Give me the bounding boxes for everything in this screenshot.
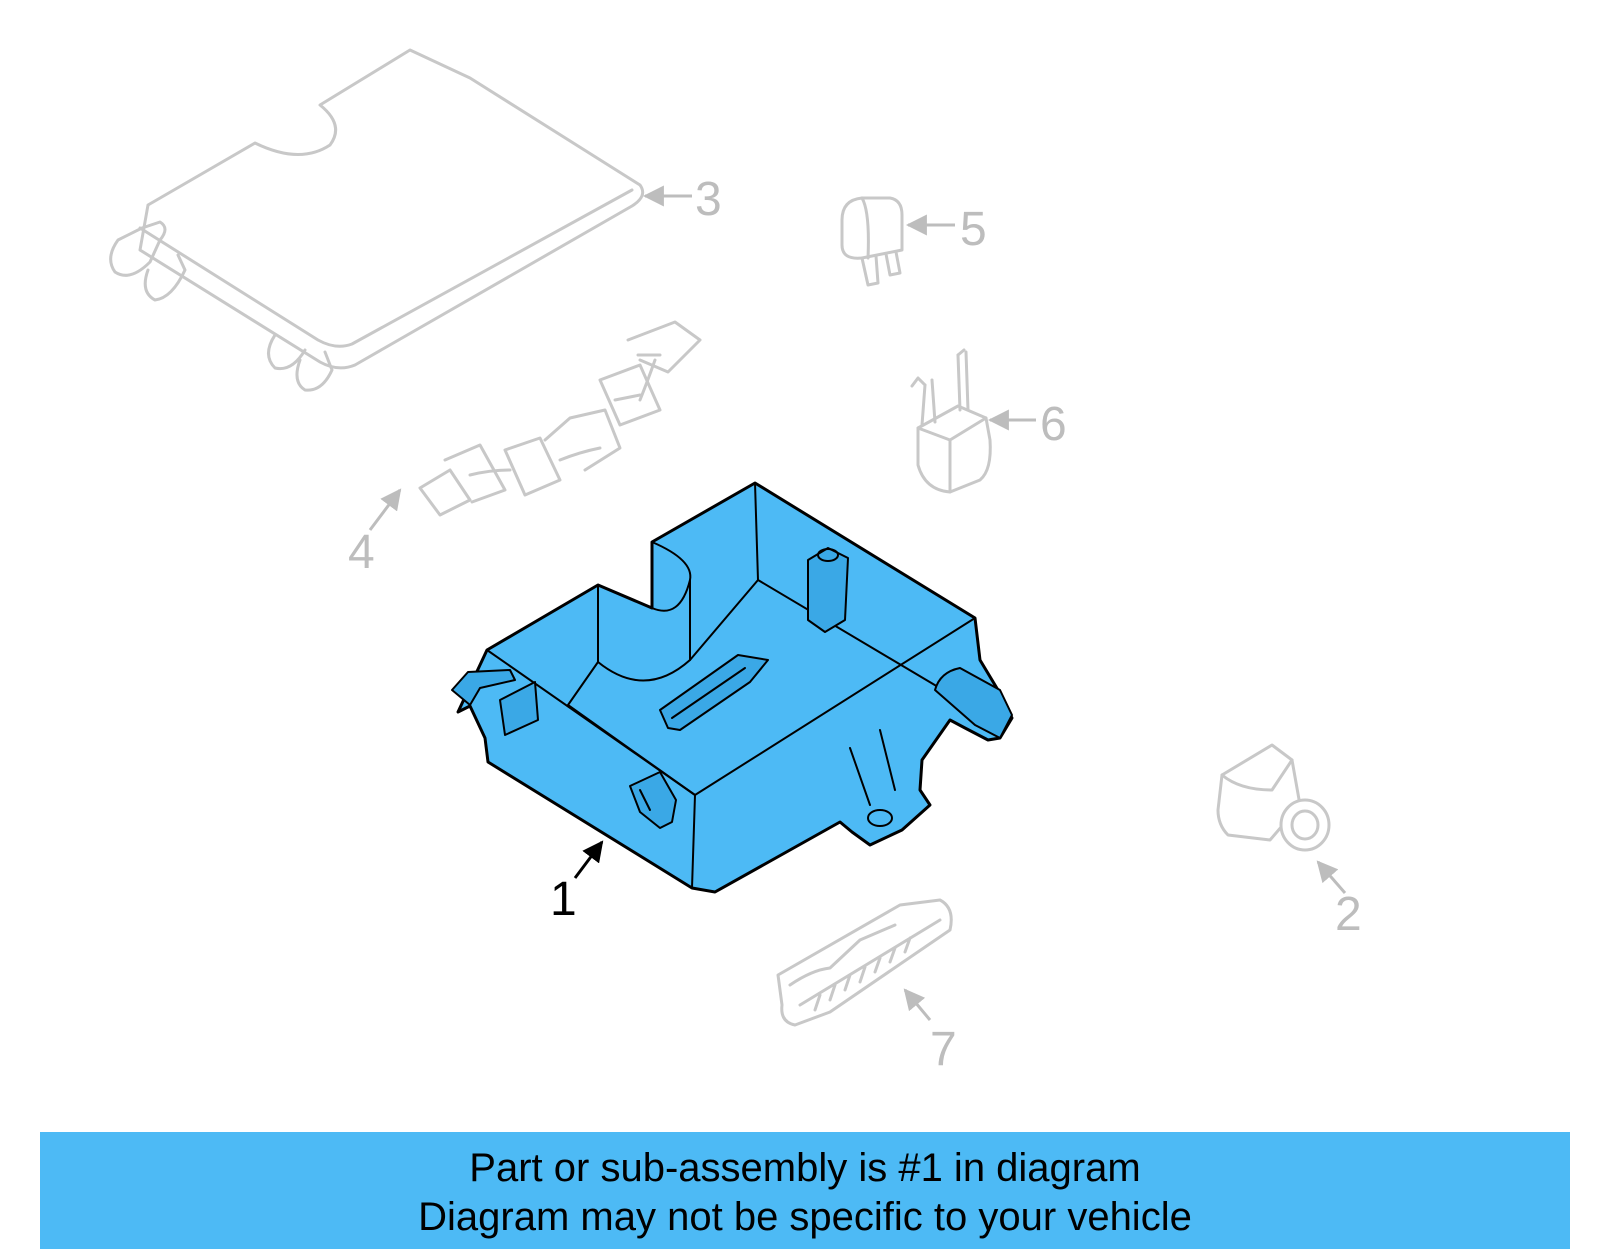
banner-line-2: Diagram may not be specific to your vehi… [418, 1195, 1192, 1239]
info-banner: Part or sub-assembly is #1 in diagram Di… [40, 1132, 1570, 1249]
part-3-cover [109, 48, 645, 392]
part-4-harness [418, 320, 702, 517]
callout-2: 2 [1335, 888, 1362, 941]
callout-leaders [368, 185, 1347, 1021]
callout-6: 6 [1040, 398, 1067, 451]
callout-1: 1 [550, 873, 577, 926]
banner-line-1: Part or sub-assembly is #1 in diagram [469, 1146, 1141, 1190]
part-2-grommet [1216, 743, 1331, 852]
part-6-relay [910, 348, 992, 494]
part-5-fuse [840, 196, 904, 287]
part-7-puller [776, 898, 953, 1027]
callout-5: 5 [960, 203, 987, 256]
callout-4: 4 [348, 526, 375, 579]
callout-3: 3 [695, 173, 722, 226]
part-1-fuse-box-tray [451, 481, 1014, 894]
callout-7: 7 [930, 1023, 957, 1076]
